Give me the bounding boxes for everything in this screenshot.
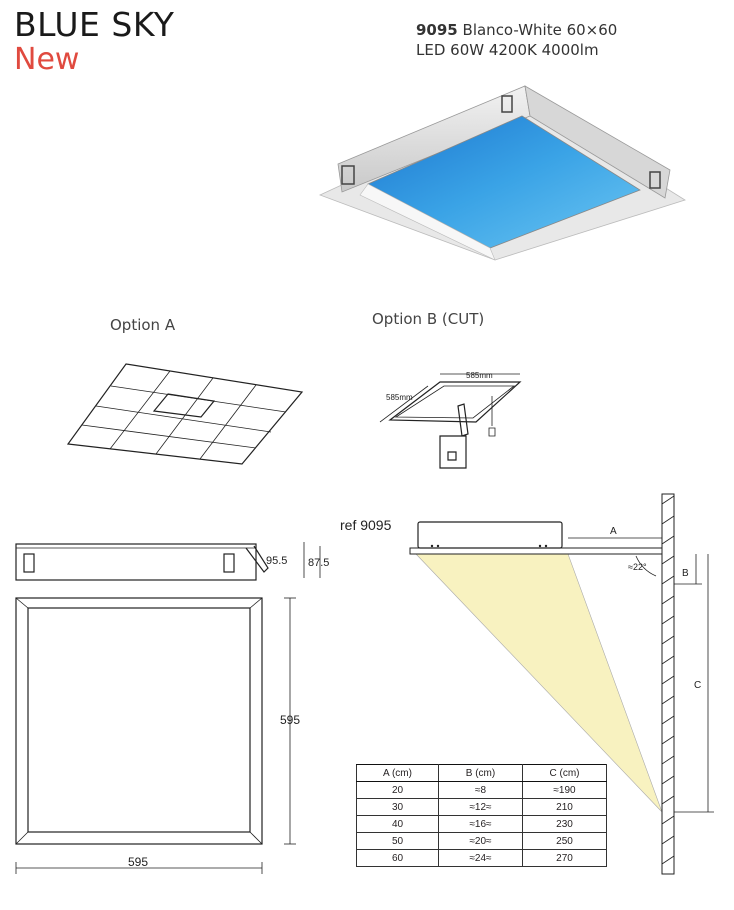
table-header-c: C (cm) <box>522 764 607 782</box>
spec-color-size: Blanco-White 60×60 <box>462 21 618 39</box>
table-row: 30 ≈12≈ 210 <box>356 798 607 816</box>
product-subtitle: New <box>14 42 80 77</box>
clip-left <box>341 165 355 185</box>
front-width-label: 595 <box>128 855 148 869</box>
table-row: 20 ≈8 ≈190 <box>356 781 607 799</box>
table-cell: ≈12≈ <box>438 798 523 816</box>
table-cell: 270 <box>522 849 607 867</box>
table-cell: 20 <box>356 781 439 799</box>
option-a-label: Option A <box>110 316 176 334</box>
cut-depth-label: 585mm <box>386 393 413 402</box>
luminaire-housing <box>417 521 563 549</box>
table-cell: ≈190 <box>522 781 607 799</box>
product-spec: 9095 Blanco-White 60×60 LED 60W 4200K 40… <box>416 20 617 60</box>
dim-c-label: C <box>694 680 701 691</box>
product-photo <box>318 85 686 261</box>
table-header-a: A (cm) <box>356 764 439 782</box>
table-header-b: B (cm) <box>438 764 523 782</box>
table-cell: 50 <box>356 832 439 850</box>
table-row: 40 ≈16≈ 230 <box>356 815 607 833</box>
front-height-label: 595 <box>280 713 300 727</box>
front-view-drawing: 595 595 <box>15 597 300 874</box>
spec-line-2: LED 60W 4200K 4000lm <box>416 41 599 59</box>
side-height-1: 95.5 <box>266 555 287 567</box>
table-row: 50 ≈20≈ 250 <box>356 832 607 850</box>
dimension-table: A (cm) B (cm) C (cm) 20 ≈8 ≈190 30 ≈12≈ … <box>356 764 607 867</box>
installation-diagram: ref 9095 A ≈22° B C <box>340 493 714 875</box>
spec-ref: 9095 <box>416 21 458 39</box>
product-title: BLUE SKY <box>14 5 175 44</box>
clip-right <box>501 95 513 113</box>
table-cell: ≈20≈ <box>438 832 523 850</box>
install-ref-label: ref 9095 <box>340 517 392 533</box>
led-strip <box>359 183 496 261</box>
cut-width-label: 585mm <box>466 371 493 380</box>
table-cell: 230 <box>522 815 607 833</box>
option-b-cut-ceiling: 585mm 585mm <box>379 371 522 469</box>
dim-a-label: A <box>610 526 617 537</box>
table-cell: 30 <box>356 798 439 816</box>
side-view-drawing: 95.5 87.5 <box>15 542 329 581</box>
side-height-2: 87.5 <box>308 557 329 569</box>
option-a-grid-ceiling <box>66 363 304 465</box>
ceiling-line <box>409 547 663 555</box>
table-cell: 60 <box>356 849 439 867</box>
angle-label: ≈22° <box>628 562 647 572</box>
table-cell: 40 <box>356 815 439 833</box>
dim-b-label: B <box>682 568 689 579</box>
table-row: 60 ≈24≈ 270 <box>356 849 607 867</box>
option-a-opening <box>152 393 216 418</box>
table-cell: 210 <box>522 798 607 816</box>
hanging-wire-icon <box>488 396 496 437</box>
housing-side-right <box>524 85 671 199</box>
table-header-row: A (cm) B (cm) C (cm) <box>356 764 607 782</box>
table-cell: ≈16≈ <box>438 815 523 833</box>
spec-line-1: 9095 Blanco-White 60×60 <box>416 20 617 40</box>
table-cell: ≈8 <box>438 781 523 799</box>
clip-back <box>649 171 661 189</box>
table-cell: ≈24≈ <box>438 849 523 867</box>
option-b-label: Option B (CUT) <box>372 310 485 328</box>
saw-icon <box>439 403 469 469</box>
table-cell: 250 <box>522 832 607 850</box>
